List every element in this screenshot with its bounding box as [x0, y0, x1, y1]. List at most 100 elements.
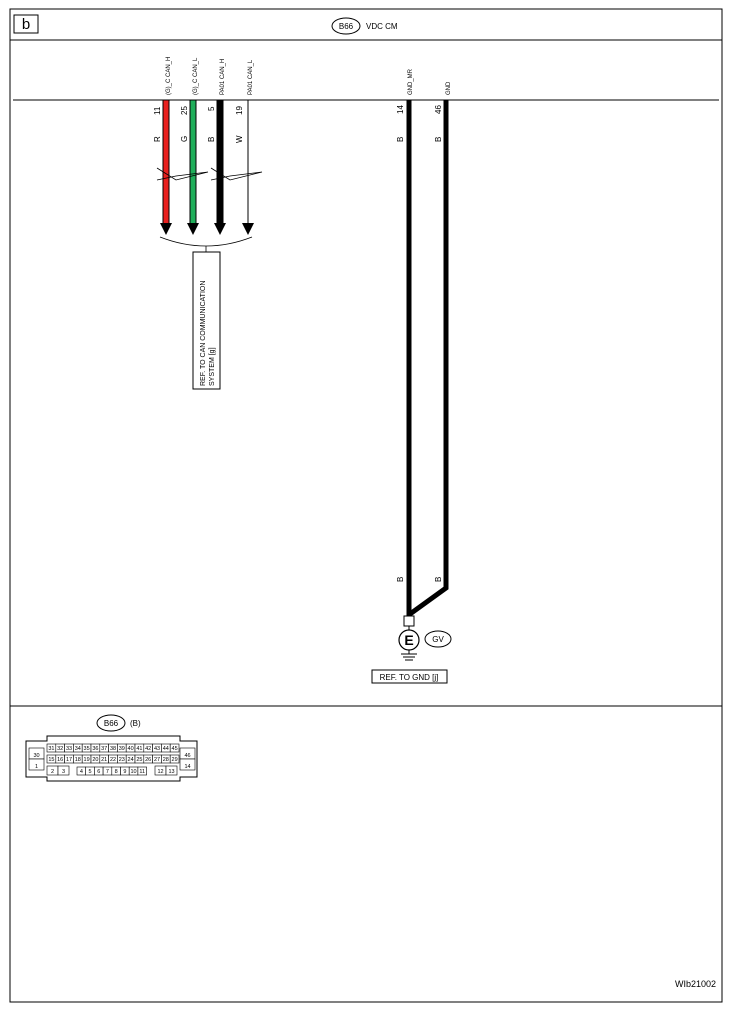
connector-pin-number: 18: [75, 757, 81, 763]
connector-pin-number: 36: [92, 746, 98, 752]
connector-pin-number: 19: [84, 757, 90, 763]
connector-pin-number: 34: [75, 746, 81, 752]
arrow-down-icon: [160, 223, 172, 235]
connector-pin-number: 44: [163, 746, 169, 752]
connector-pin-number: 1: [35, 764, 38, 770]
pin-number: 25: [180, 106, 189, 115]
unit-connector-label: B66: [339, 22, 354, 31]
wire-pa01-can-h-black: [216, 99, 224, 225]
wire-color-code: G: [180, 136, 189, 142]
sheet-code: WIb21002: [675, 979, 716, 989]
pin-number: 46: [434, 105, 443, 114]
connector-pin-number: 42: [145, 746, 151, 752]
connector-pin-number: 17: [66, 757, 72, 763]
sheet-letter: b: [22, 16, 30, 33]
unit-name: VDC CM: [366, 22, 398, 31]
connector-pin-cell: [57, 765, 70, 776]
sheet-frame: [9, 8, 723, 1003]
can-signal-label-4: PA01 CAN_L: [248, 59, 254, 95]
can-ref-box: [192, 251, 221, 390]
can-ref-line-2: SYSTEM [g]: [209, 347, 216, 386]
connector-pin-number: 16: [57, 757, 63, 763]
pin-number: 5: [207, 106, 216, 111]
connector-pin-number: 3: [62, 769, 65, 775]
wire-color-code: B: [434, 137, 443, 142]
connector-pin-number: 26: [145, 757, 151, 763]
arrow-down-icon: [242, 223, 254, 235]
pin-number: 11: [153, 106, 162, 115]
can-signal-label-2: (G)_C CAN_L: [193, 57, 199, 95]
connector-view-suffix: (B): [130, 719, 141, 728]
connector-pin-number: 38: [110, 746, 116, 752]
wire-gnd: [408, 100, 449, 617]
pin-number: 14: [396, 105, 405, 114]
can-ref-line-1: REF. TO CAN COMMUNICATION: [200, 281, 207, 386]
wire-color-code: R: [153, 136, 162, 142]
wire-color-code: B: [396, 577, 405, 582]
connector-pin-number: 7: [106, 769, 109, 775]
connector-pin-number: 37: [101, 746, 107, 752]
connector-pin-number: 5: [89, 769, 92, 775]
sheet-letter-box: [13, 14, 39, 34]
connector-pin-cell: [169, 743, 180, 753]
connector-pin-number: 9: [123, 769, 126, 775]
connector-pin-number: 35: [84, 746, 90, 752]
wire-color-code: W: [235, 135, 244, 143]
connector-pin-number: 45: [172, 746, 178, 752]
ground-symbol-letter: E: [404, 632, 413, 648]
connector-pin-number: 11: [139, 769, 145, 775]
connector-pin-number: 8: [115, 769, 118, 775]
connector-pin-number: 24: [128, 757, 134, 763]
gnd-signal-label-2: GND: [446, 81, 452, 95]
connector-pin-number: 29: [172, 757, 178, 763]
ground-junction: [403, 615, 415, 627]
connector-pin-number: 20: [92, 757, 98, 763]
can-signal-label-1: (G)_C CAN_H: [166, 57, 172, 95]
connector-pin-number: 28: [163, 757, 169, 763]
can-signal-label-3: PA01 CAN_H: [220, 59, 226, 95]
connector-pin-number: 10: [130, 769, 136, 775]
connector-pin-cell: [179, 758, 196, 771]
connector-pin-number: 39: [119, 746, 125, 752]
arrow-down-icon: [187, 223, 199, 235]
connector-pin-cell: [169, 754, 180, 764]
wire-group-bracket: [159, 236, 253, 247]
connector-view-oval: [96, 714, 126, 732]
connector-pin-number: 4: [80, 769, 83, 775]
connector-pin-cell: [165, 765, 178, 776]
connector-pin-number: 30: [33, 753, 39, 759]
connector-pin-number: 2: [51, 769, 54, 775]
connector-pin-number: 40: [128, 746, 134, 752]
wire-color-code: B: [207, 137, 216, 142]
connector-pin-number: 23: [119, 757, 125, 763]
connector-pin-number: 14: [184, 764, 190, 770]
gnd-signal-label-1: GND_MR: [408, 68, 414, 95]
unit-connector-oval: [331, 17, 361, 35]
connector-pin-number: 41: [136, 746, 142, 752]
connector-pin-number: 13: [168, 769, 174, 775]
twisted-pair-icon: [210, 167, 263, 181]
connector-pin-number: 32: [57, 746, 63, 752]
wire-can-l-green: [189, 99, 197, 225]
connector-pin-number: 21: [101, 757, 107, 763]
connector-pin-number: 46: [184, 753, 190, 759]
connector-pin-cell: [28, 758, 45, 771]
connector-pin-number: 43: [154, 746, 160, 752]
pin-number: 19: [235, 106, 244, 115]
ground-name-oval: [424, 630, 452, 648]
twisted-pair-icon: [156, 167, 209, 181]
connector-pin-number: 6: [97, 769, 100, 775]
connector-pin-number: 12: [157, 769, 163, 775]
connector-pin-number: 25: [136, 757, 142, 763]
connector-pin-number: 33: [66, 746, 72, 752]
wire-can-h-red: [162, 99, 170, 225]
wire-color-code: B: [434, 577, 443, 582]
wire-color-code: B: [396, 137, 405, 142]
arrow-down-icon: [214, 223, 226, 235]
connector-view-label: B66: [104, 719, 119, 728]
connector-pin-number: 15: [48, 757, 54, 763]
connector-pin-cell: [137, 766, 147, 776]
ground-ref-box: [371, 669, 448, 684]
